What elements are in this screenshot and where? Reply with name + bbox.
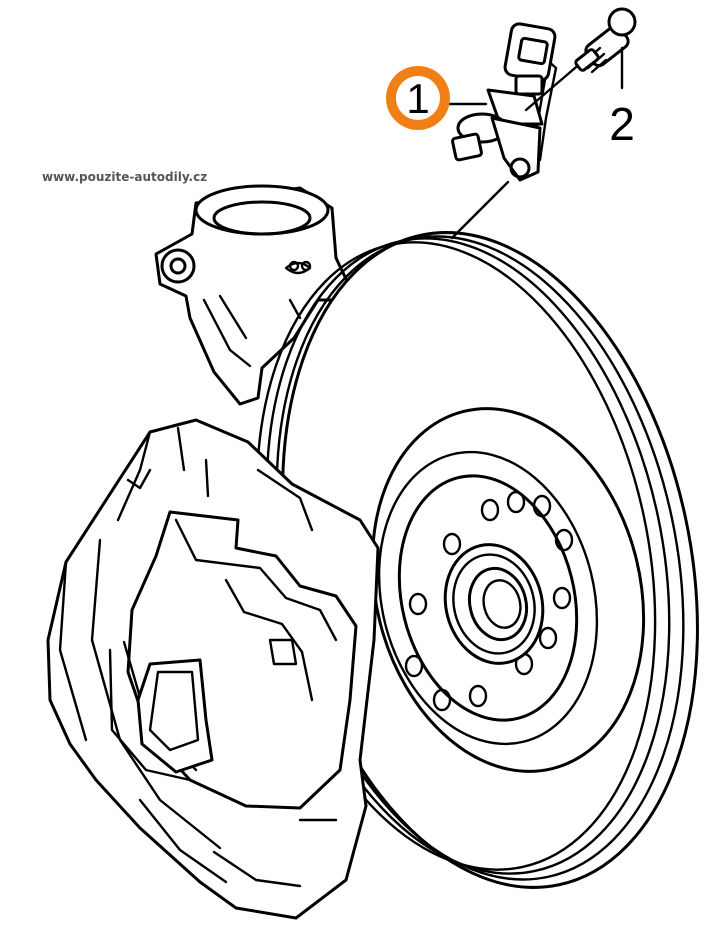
wheel-speed-sensor [451,22,558,182]
callout-2: 2 [609,46,635,150]
brake-caliper [46,418,380,920]
sensor-leader-line [450,180,510,240]
steering-knuckle [154,184,358,406]
wheel-hub [397,474,579,722]
watermark-text: www.pouzite-autodily.cz [42,170,207,184]
hub-bolt-holes [404,490,574,712]
callout-1-number: 1 [406,75,429,122]
callout-2-number: 2 [609,98,635,150]
bolt [524,7,637,112]
callout-1: 1 [386,66,450,130]
